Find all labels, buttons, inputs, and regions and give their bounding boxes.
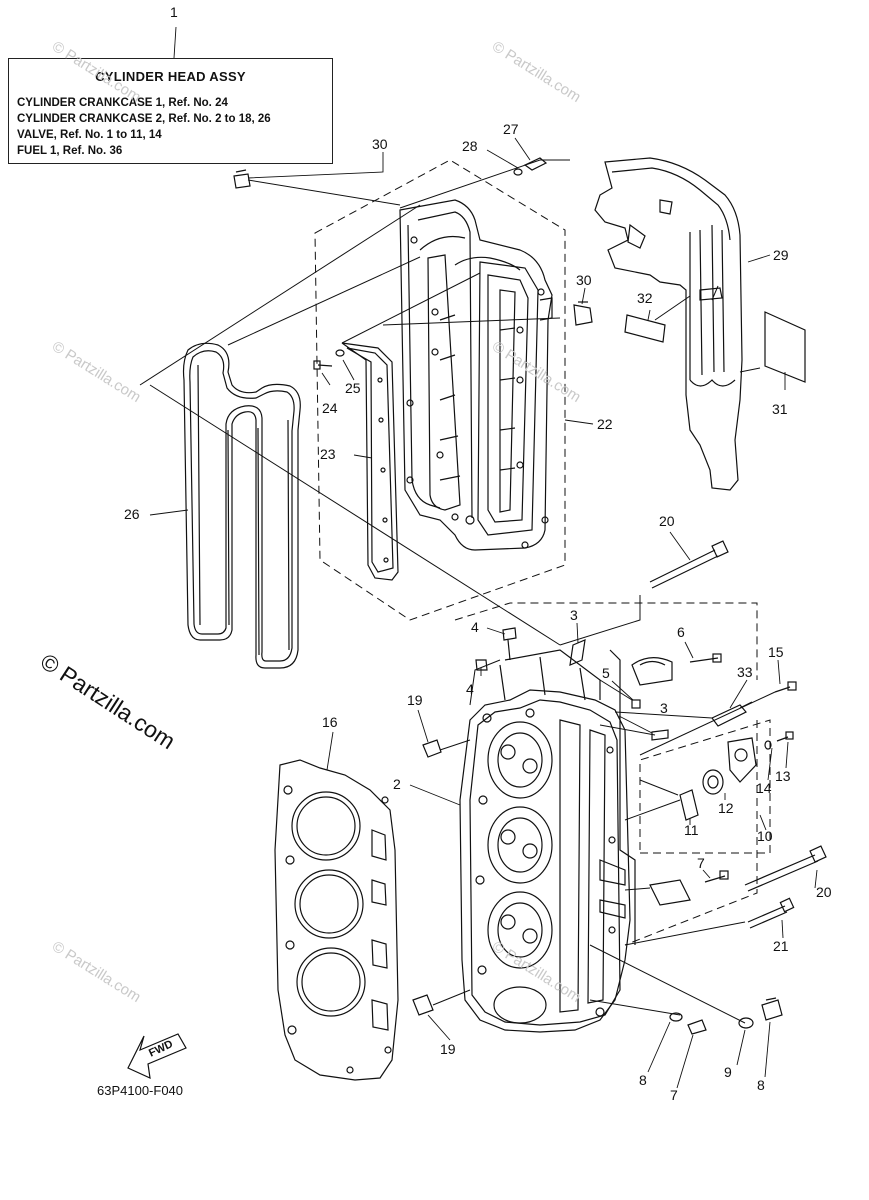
callout-3b: 3 — [660, 700, 668, 716]
cylinder-head-2 — [459, 649, 636, 1033]
callout-27: 27 — [503, 121, 519, 137]
callout-30b: 30 — [576, 272, 592, 288]
callout-20a: 20 — [659, 513, 675, 529]
callout-24: 24 — [322, 400, 338, 416]
dashed-outline-lower — [454, 602, 771, 946]
alignment-lines — [139, 159, 776, 1024]
head-gasket-18 — [274, 759, 399, 1081]
callout-8: 7 — [670, 1087, 678, 1103]
fwd-label: FWD — [147, 1038, 175, 1059]
callout-4b: 4 — [466, 681, 474, 697]
callout-28: 28 — [462, 138, 478, 154]
reference-line: CYLINDER CRANKCASE 2, Ref. No. 2 to 18, … — [17, 113, 271, 125]
callout-16: 14 — [756, 780, 772, 796]
callout-33: 33 — [737, 664, 753, 680]
callout-20b: 20 — [816, 884, 832, 900]
leader-lines — [149, 26, 818, 1089]
fwd-arrow — [127, 1033, 187, 1079]
assembly-references: CYLINDER CRANKCASE 1, Ref. No. 24 CYLIND… — [17, 95, 271, 159]
callout-19b: 19 — [440, 1041, 456, 1057]
gasket-26 — [182, 342, 301, 669]
callout-3a: 3 — [570, 607, 578, 623]
callout-23: 23 — [320, 446, 336, 462]
callout-26: 26 — [124, 506, 140, 522]
callout-25: 25 — [345, 380, 361, 396]
gasket-23 — [341, 342, 399, 581]
callout-17: 15 — [768, 644, 784, 660]
callout-5: 5 — [602, 665, 610, 681]
callout-6: 6 — [677, 624, 685, 640]
callout-19a: 19 — [407, 692, 423, 708]
callout-numbers: 30 28 27 30 29 32 31 22 23 24 25 26 20 4… — [124, 121, 832, 1103]
combustion-chambers — [487, 721, 553, 1024]
callout-9: 8 — [639, 1072, 647, 1088]
assembly-title: CYLINDER HEAD ASSY — [95, 69, 246, 84]
callout-2: 2 — [393, 776, 401, 792]
callout-32: 32 — [637, 290, 653, 306]
cover-29 — [594, 157, 743, 491]
callout-22: 22 — [597, 416, 613, 432]
callout-18: 16 — [322, 714, 338, 730]
fwd-indicator: FWD — [147, 1038, 175, 1059]
callout-29: 29 — [773, 247, 789, 263]
callout-21: 21 — [773, 938, 789, 954]
plate-31 — [764, 311, 806, 383]
callout-30a: 30 — [372, 136, 388, 152]
callout-4a: 4 — [471, 619, 479, 635]
callout-31: 31 — [772, 401, 788, 417]
reference-line: VALVE, Ref. No. 1 to 11, 14 — [17, 129, 162, 141]
small-parts — [233, 157, 827, 1035]
callout-1: 1 — [170, 4, 178, 20]
reference-line: CYLINDER CRANKCASE 1, Ref. No. 24 — [17, 97, 228, 109]
callout-15: 13 — [775, 768, 791, 784]
reference-line: FUEL 1, Ref. No. 36 — [17, 145, 123, 157]
crankcase-22 — [399, 199, 553, 551]
callout-10: 8 — [757, 1077, 765, 1093]
figure-code: 63P4100-F040 — [97, 1083, 184, 1098]
callout-12: 10 — [757, 828, 773, 844]
label-32 — [624, 314, 666, 343]
callout-11: 9 — [724, 1064, 732, 1080]
assembly-info-box: CYLINDER HEAD ASSY CYLINDER CRANKCASE 1,… — [8, 58, 333, 164]
callout-14: 12 — [718, 800, 734, 816]
callout-13: 11 — [684, 822, 699, 838]
callout-7: 7 — [697, 855, 705, 871]
